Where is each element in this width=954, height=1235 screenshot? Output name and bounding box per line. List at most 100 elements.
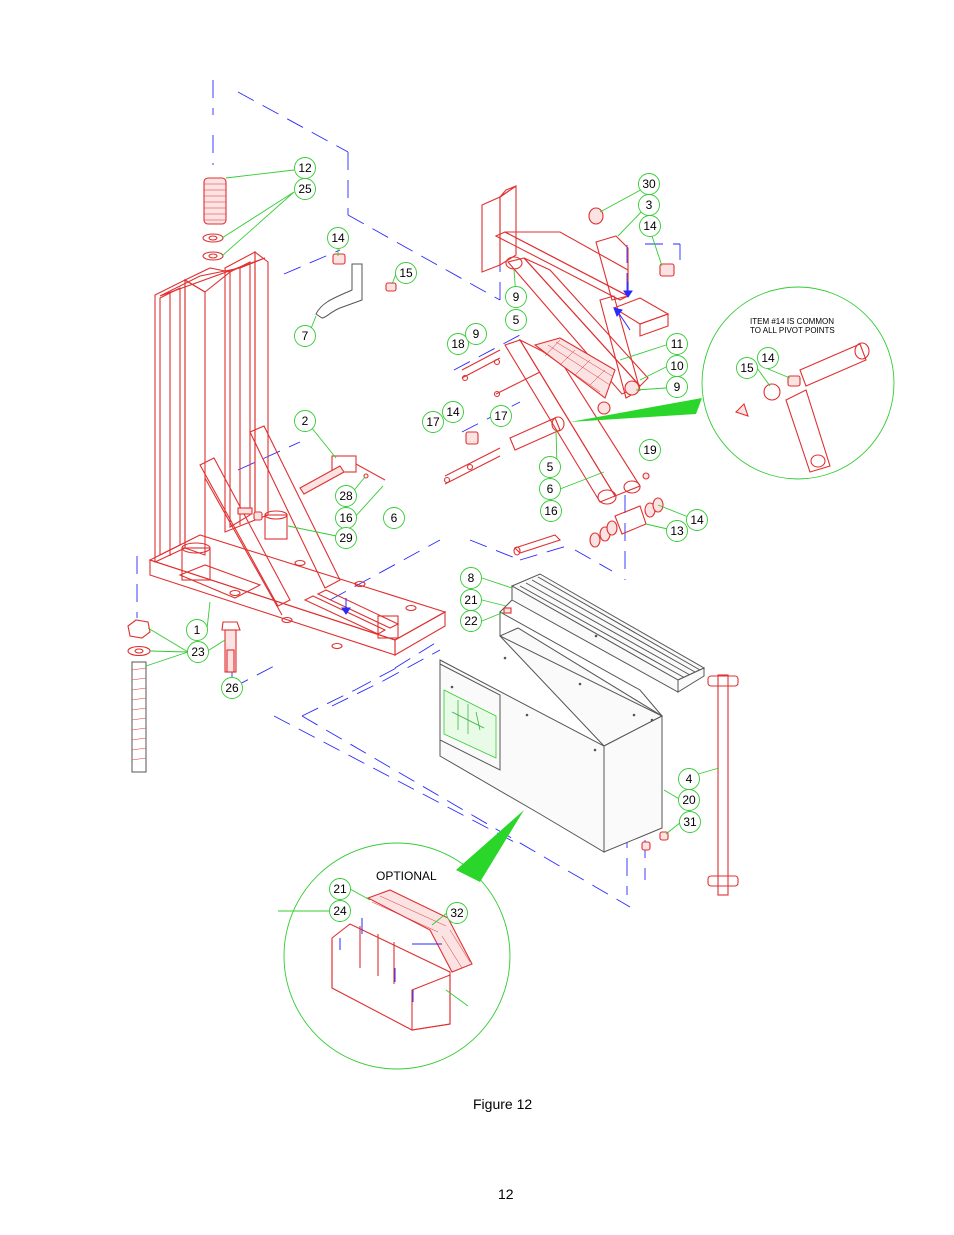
callout-label: 6 [547,482,554,496]
callout-label: 10 [670,359,684,373]
callout-label: 20 [682,793,696,807]
callout-label: 29 [339,531,353,545]
callout-15: 15 [395,262,417,284]
optional-label: OPTIONAL [376,869,437,883]
callout-30: 30 [638,173,660,195]
callout-label: 32 [450,906,464,920]
callout-label: 5 [513,313,520,327]
callout-label: 14 [446,405,460,419]
callout-label: 9 [674,380,681,394]
callout-14: 14 [686,509,708,531]
callout-label: 21 [464,593,478,607]
callout-21: 21 [460,589,482,611]
callout-label: 1 [194,623,201,637]
callout-10: 10 [666,355,688,377]
callout-7: 7 [294,325,316,347]
pivot-note-line2: TO ALL PIVOT POINTS [750,326,835,335]
callout-label: 22 [464,614,478,628]
callout-19: 19 [639,439,661,461]
callout-22: 22 [460,610,482,632]
callout-17: 17 [490,405,512,427]
callout-label: 11 [671,337,684,351]
callout-8: 8 [460,567,482,589]
callout-25: 25 [294,178,316,200]
callout-14: 14 [757,347,779,369]
callout-4: 4 [678,768,700,790]
callout-17: 17 [422,411,444,433]
callout-32: 32 [446,902,468,924]
callout-21: 21 [329,878,351,900]
callout-label: 14 [761,351,775,365]
callout-28: 28 [335,485,357,507]
callout-label: 9 [473,327,480,341]
callout-label: 3 [646,198,653,212]
callout-label: 15 [740,361,754,375]
callout-label: 17 [494,409,508,423]
callout-18: 18 [447,333,469,355]
callout-label: 25 [298,182,312,196]
callout-label: 5 [547,460,554,474]
callout-label: 4 [686,772,693,786]
callout-12: 12 [294,157,316,179]
callout-label: 16 [544,504,558,518]
callout-20: 20 [678,789,700,811]
callout-label: 2 [302,414,309,428]
callout-9: 9 [666,376,688,398]
callout-29: 29 [335,527,357,549]
callout-label: 12 [298,161,312,175]
callout-label: 7 [302,329,309,343]
left-tower-assembly [127,177,447,773]
callout-11: 11 [666,333,688,355]
callout-label: 21 [333,882,347,896]
shroud-assembly [439,573,739,896]
callout-15: 15 [736,357,758,379]
callout-label: 14 [643,219,657,233]
optional-detail-bubble [283,842,511,1070]
callout-24: 24 [329,900,351,922]
callout-label: 24 [333,904,347,918]
direction-arrows [341,282,633,615]
callout-9: 9 [505,286,527,308]
pivot-note-line1: ITEM #14 IS COMMON [750,317,834,326]
callout-6: 6 [383,507,405,529]
callout-label: 6 [391,511,398,525]
callout-label: 14 [331,231,345,245]
callout-2: 2 [294,410,316,432]
callout-14: 14 [639,215,661,237]
callout-13: 13 [666,520,688,542]
callout-label: 14 [690,513,704,527]
callout-14: 14 [327,227,349,249]
callout-16: 16 [540,500,562,522]
callout-5: 5 [539,456,561,478]
callout-label: 19 [643,443,657,457]
callout-6: 6 [539,478,561,500]
callout-label: 18 [451,337,465,351]
pivot-detail-bubble [701,286,895,480]
callout-9: 9 [465,323,487,345]
callout-1: 1 [186,619,208,641]
callout-5: 5 [505,309,527,331]
callout-31: 31 [679,811,701,833]
callout-23: 23 [187,641,209,663]
callout-label: 26 [225,681,239,695]
figure-caption: Figure 12 [473,1096,533,1112]
callout-label: 8 [468,571,475,585]
callout-label: 23 [191,645,205,659]
callout-label: 9 [513,290,520,304]
callout-3: 3 [638,194,660,216]
callout-label: 31 [683,815,697,829]
callout-label: 13 [670,524,684,538]
callout-label: 28 [339,489,353,503]
callout-label: 15 [399,266,413,280]
callout-14: 14 [442,401,464,423]
callout-label: 17 [426,415,440,429]
callout-16: 16 [335,507,357,529]
callout-label: 30 [642,177,656,191]
callout-label: 16 [339,511,353,525]
projection-lines [136,80,681,908]
callout-26: 26 [221,677,243,699]
latch-parts [237,253,562,556]
page-number: 12 [498,1186,514,1202]
